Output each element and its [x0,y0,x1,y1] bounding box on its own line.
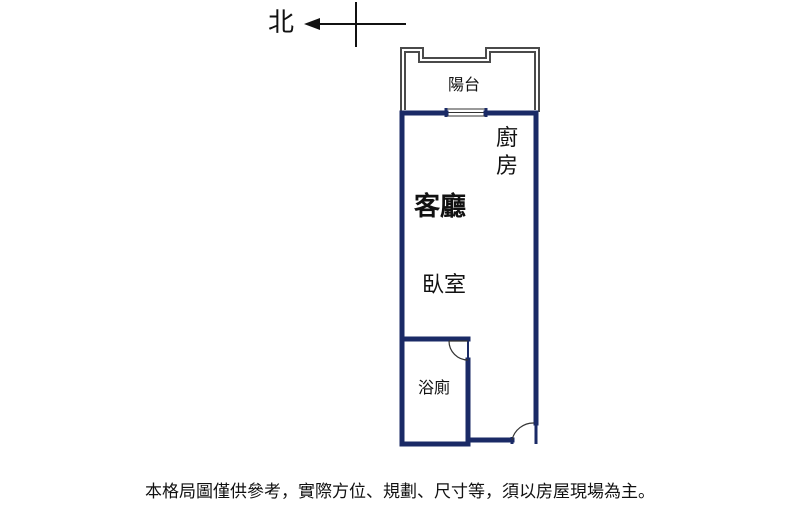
north-label: 北 [268,8,295,38]
disclaimer-text: 本格局圖僅供參考，實際方位、規劃、尺寸等，須以房屋現場為主。 [145,482,655,502]
room-label-bedroom: 臥室 [422,273,467,298]
north-arrow-icon [304,2,406,47]
balcony-outline [400,47,540,112]
room-label-balcony: 陽台 [448,75,481,94]
room-label-kitchen: 廚房 [495,126,518,179]
entrance-door [510,422,538,444]
balcony-sliding-door [444,108,488,117]
room-label-living-room: 客廳 [414,192,467,222]
bathroom-door [448,340,469,361]
room-label-bathroom: 浴廁 [418,378,451,397]
walls [399,110,539,447]
